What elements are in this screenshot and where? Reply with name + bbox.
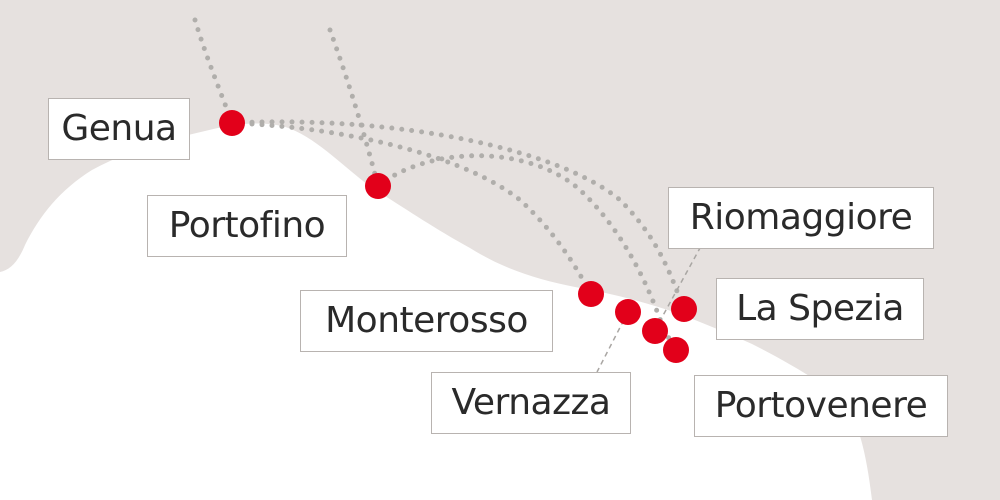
leader-riomaggiore bbox=[654, 247, 701, 331]
marker-la-spezia bbox=[671, 296, 697, 322]
route-portofino-portovenere bbox=[375, 153, 678, 353]
marker-portovenere bbox=[663, 337, 689, 363]
marker-genua bbox=[219, 110, 245, 136]
marker-monterosso bbox=[578, 281, 604, 307]
label-vernazza: Vernazza bbox=[431, 372, 631, 434]
route-genua-la-spezia bbox=[229, 119, 686, 311]
route-genua-monterosso bbox=[229, 120, 594, 297]
label-portofino: Portofino bbox=[147, 195, 347, 257]
label-monterosso: Monterosso bbox=[300, 290, 553, 352]
marker-riomaggiore bbox=[642, 318, 668, 344]
marker-portofino bbox=[365, 173, 391, 199]
route-portofino-north bbox=[327, 27, 381, 189]
marker-vernazza bbox=[615, 299, 641, 325]
label-la-spezia: La Spezia bbox=[716, 278, 924, 340]
label-genua: Genua bbox=[48, 98, 190, 160]
location-markers bbox=[219, 110, 697, 363]
label-portovenere: Portovenere bbox=[694, 375, 948, 437]
label-riomaggiore: Riomaggiore bbox=[668, 187, 934, 249]
